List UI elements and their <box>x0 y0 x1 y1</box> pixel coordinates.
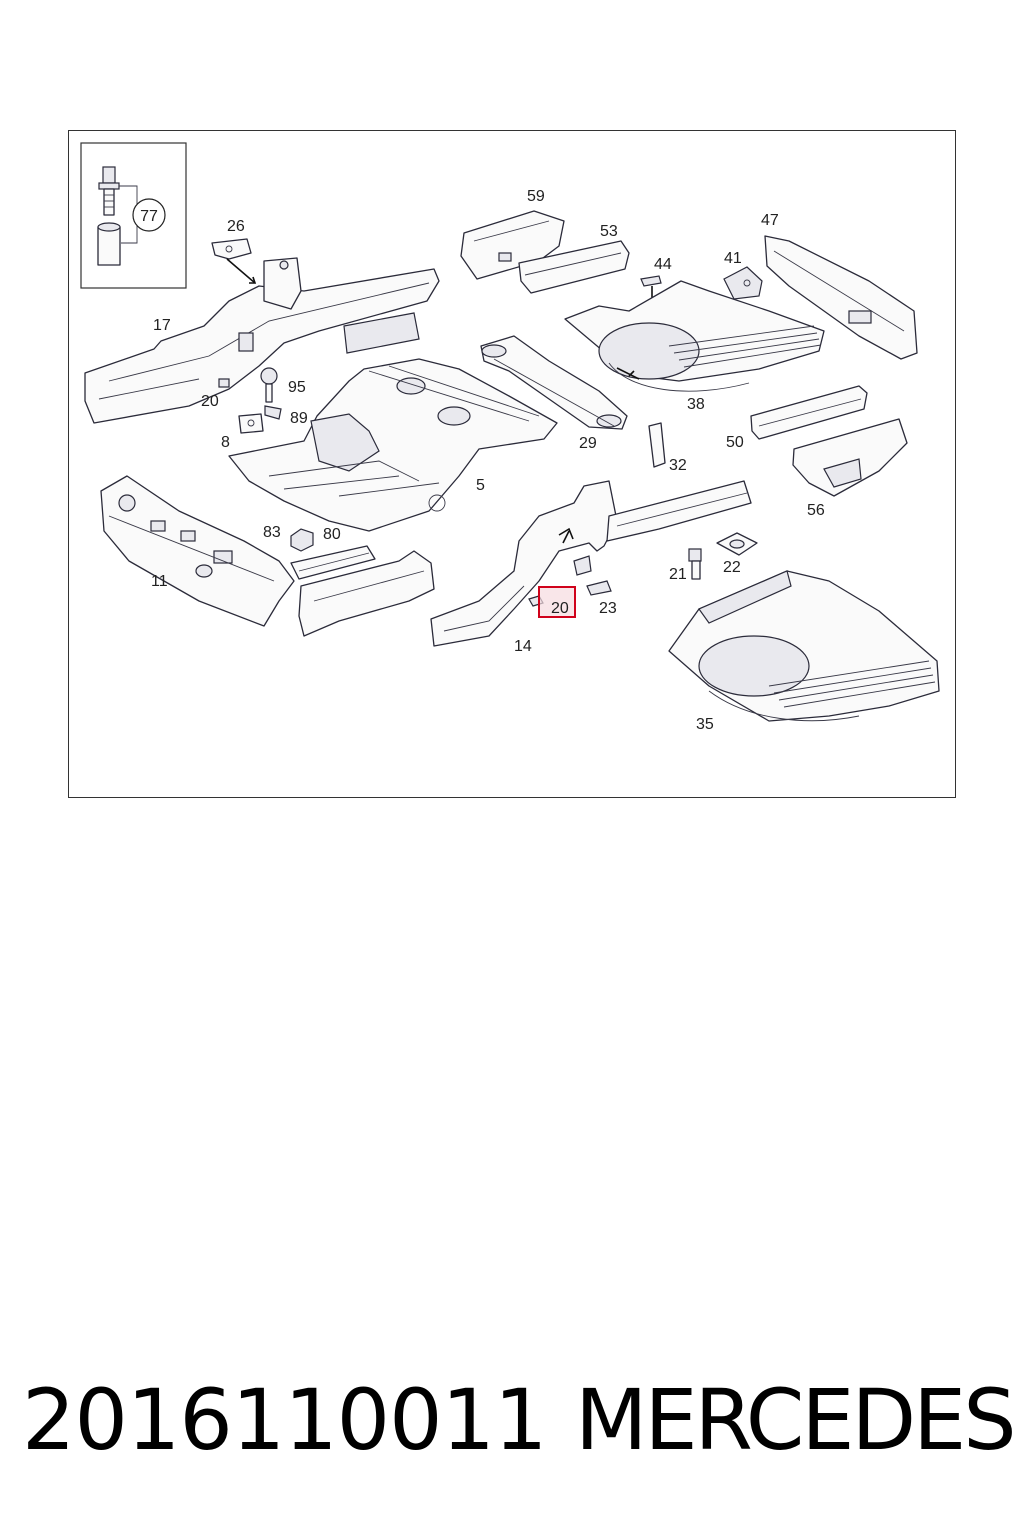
callout-32: 32 <box>669 457 687 474</box>
part-56-shape <box>792 418 908 497</box>
callout-23: 23 <box>599 600 617 617</box>
part-50-shape <box>750 385 868 440</box>
callout-22: 22 <box>723 559 741 576</box>
callout-59: 59 <box>527 188 545 205</box>
callout-38: 38 <box>687 396 705 413</box>
part-32-shape <box>648 422 666 468</box>
part-38-shape <box>564 280 825 392</box>
parts-21-22 <box>688 532 758 580</box>
part-29-shape <box>480 335 628 430</box>
part-35-shape <box>668 570 940 722</box>
callout-95: 95 <box>288 379 306 396</box>
part-floor-center <box>298 550 435 637</box>
inset-label: 77 <box>140 208 158 225</box>
brand-name: MERCEDES <box>575 1371 1017 1469</box>
part-11-shape <box>100 475 295 627</box>
callout-50: 50 <box>726 434 744 451</box>
callout-11: 11 <box>151 573 168 590</box>
callout-21: 21 <box>669 566 687 583</box>
callout-17: 17 <box>153 317 171 334</box>
callout-35: 35 <box>696 716 714 733</box>
callout-26: 26 <box>227 218 245 235</box>
part-5-shape <box>228 358 558 532</box>
part-26-shape <box>211 238 257 284</box>
callout-20-left: 20 <box>201 393 219 410</box>
footer: 2016110011 MERCEDES <box>0 1370 1024 1470</box>
part-47-shape <box>764 235 918 360</box>
callout-53: 53 <box>600 223 618 240</box>
callout-47: 47 <box>761 212 779 229</box>
callout-80: 80 <box>323 526 341 543</box>
callout-5: 5 <box>476 477 485 494</box>
inset-77: 77 <box>80 142 187 289</box>
highlighted-callout-20[interactable]: 20 <box>538 586 576 618</box>
part-41-shape <box>723 266 763 300</box>
part-14-shape <box>430 480 752 647</box>
callout-labels: 59 53 47 26 44 41 17 95 38 20 89 8 29 50… <box>151 188 825 733</box>
parts-diagram: 77 <box>68 130 956 798</box>
callout-56: 56 <box>807 502 825 519</box>
callout-41: 41 <box>724 250 742 267</box>
part-17-shape <box>84 257 440 424</box>
part-53-shape <box>518 240 630 294</box>
fastener-parts <box>238 367 282 434</box>
callout-29: 29 <box>579 435 597 452</box>
callout-8: 8 <box>221 434 230 451</box>
highlighted-callout-label: 20 <box>551 600 569 617</box>
callout-44: 44 <box>654 256 672 273</box>
callout-89: 89 <box>290 410 308 427</box>
parts-83-80 <box>290 528 376 580</box>
callout-83: 83 <box>263 524 281 541</box>
part-number: 2016110011 <box>22 1371 547 1469</box>
part-59-shape <box>460 210 565 280</box>
callout-14: 14 <box>514 638 532 655</box>
part-23-shape <box>586 580 612 596</box>
